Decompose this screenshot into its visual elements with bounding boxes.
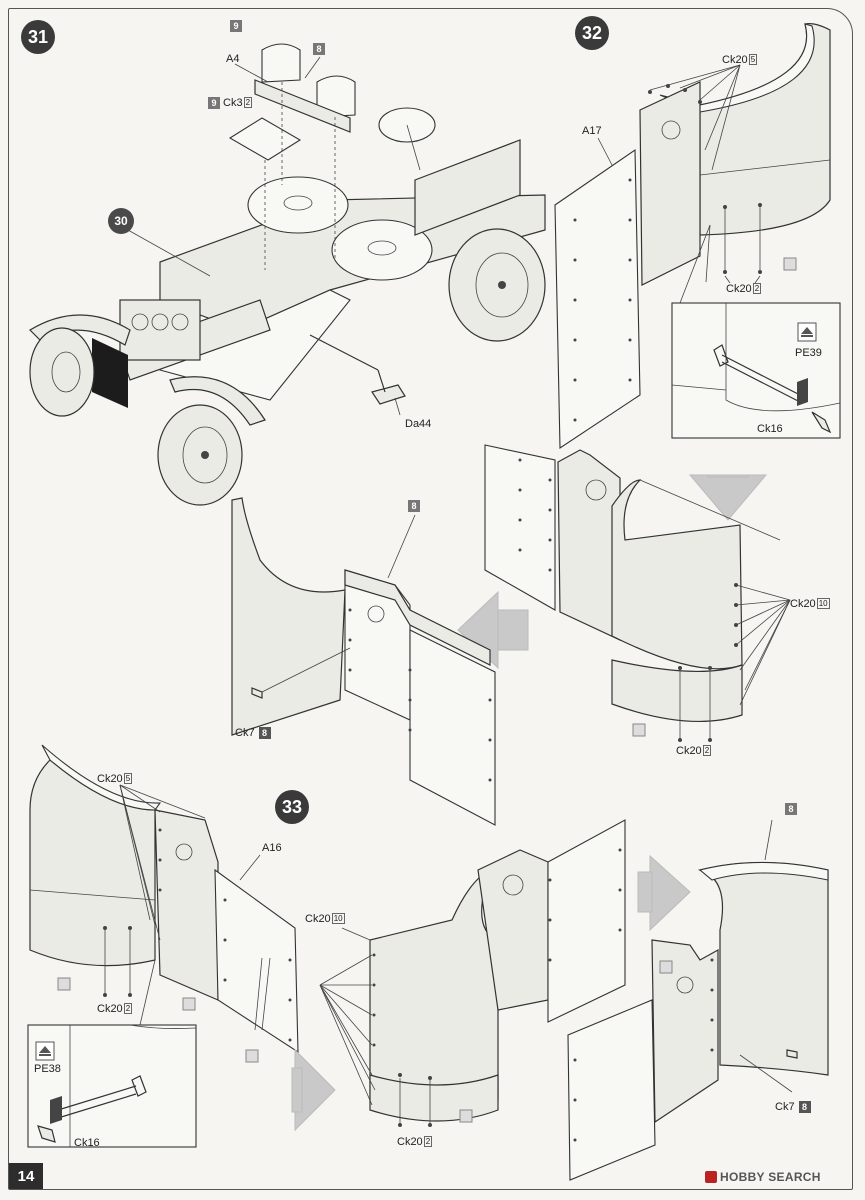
part-a16-label: A16 xyxy=(262,842,282,854)
chassis-drawing xyxy=(29,43,546,506)
quantity-badge: 10 xyxy=(816,598,830,609)
quantity-badge: 2 xyxy=(702,745,712,756)
part-code: Ck20 xyxy=(305,913,331,925)
part-code: Ck20 xyxy=(97,773,123,785)
watermark: HOBBY SEARCH xyxy=(705,1170,821,1184)
quantity-badge: 2 xyxy=(752,283,762,294)
watermark-text: HOBBY SEARCH xyxy=(720,1170,821,1184)
color-ref-tag: 8 xyxy=(258,727,271,739)
part-ck16-label: Ck16 xyxy=(757,423,783,435)
quantity-badge: 2 xyxy=(123,1003,133,1014)
page-frame xyxy=(8,8,853,1190)
part-code: Ck20 xyxy=(97,1003,123,1015)
part-code: Ck20 xyxy=(676,745,702,757)
part-ck16-label: Ck16 xyxy=(74,1137,100,1149)
part-code: Ck20 xyxy=(722,54,748,66)
part-pe38-label: PE38 xyxy=(34,1063,61,1075)
step32-panels xyxy=(554,23,841,450)
color-ref-tag: 8 xyxy=(798,1101,811,1113)
quantity-badge: 2 xyxy=(243,97,253,108)
ref-step-30-badge: 30 xyxy=(108,208,134,234)
part-da44-label: Da44 xyxy=(405,418,432,430)
quantity-badge: 5 xyxy=(123,773,133,784)
step-32-badge: 32 xyxy=(575,16,609,50)
quantity-badge: 5 xyxy=(748,54,758,65)
step33-panels xyxy=(27,744,829,1181)
step-33-badge: 33 xyxy=(275,790,309,824)
quantity-badge: 10 xyxy=(331,913,345,924)
color-ref-tag: 9 xyxy=(230,20,242,32)
page-number: 14 xyxy=(9,1163,43,1189)
color-ref-tag: 8 xyxy=(408,500,420,512)
part-code: Ck7 xyxy=(235,727,255,739)
part-a4-label: A4 xyxy=(226,53,240,65)
color-ref-tag: 8 xyxy=(785,803,797,815)
middle-row-panels xyxy=(231,444,791,826)
part-a17-label: A17 xyxy=(582,125,602,137)
step-31-badge: 31 xyxy=(21,20,55,54)
quantity-badge: 2 xyxy=(423,1136,433,1147)
watermark-logo-icon xyxy=(705,1171,717,1183)
part-code: Ck20 xyxy=(790,598,816,610)
part-code: Ck3 xyxy=(223,97,243,109)
part-code: Ck20 xyxy=(397,1136,423,1148)
part-pe39-label: PE39 xyxy=(795,347,822,359)
part-code: Ck20 xyxy=(726,283,752,295)
color-ref-tag: 8 xyxy=(313,43,325,55)
part-code: Ck7 xyxy=(775,1101,795,1113)
color-ref-tag: 9 xyxy=(208,97,220,109)
